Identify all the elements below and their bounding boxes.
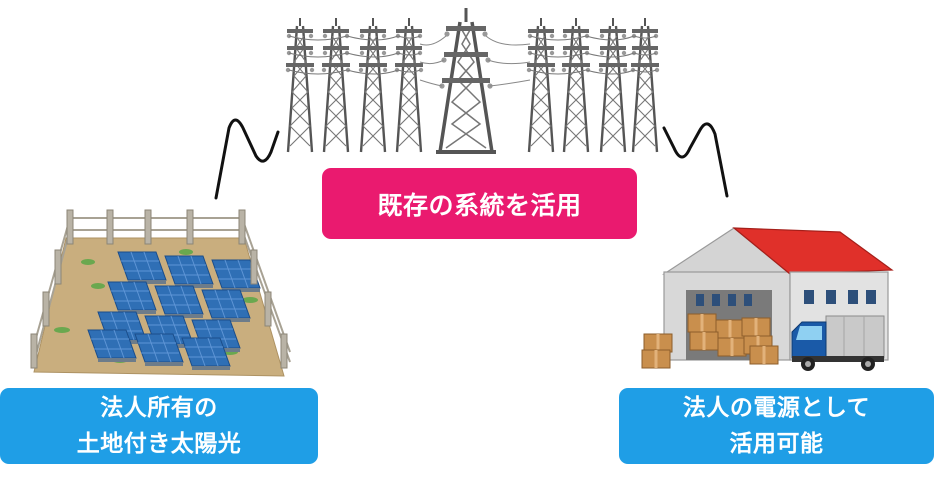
corporate-power-label: 法人の電源として 活用可能 (619, 388, 934, 464)
grid-utilization-label: 既存の系統を活用 (322, 168, 637, 239)
truck-icon (791, 315, 885, 371)
right-connector-line (662, 122, 729, 198)
corporate-solar-line1: 法人所有の (100, 395, 218, 421)
corporate-power-line2: 活用可能 (729, 431, 824, 457)
solar-farm-icon (30, 209, 291, 377)
corporate-solar-line2: 土地付き太陽光 (76, 431, 242, 457)
corporate-solar-label: 法人所有の 土地付き太陽光 (0, 388, 318, 464)
transmission-tower-icon (284, 8, 661, 154)
grid-utilization-text: 既存の系統を活用 (377, 190, 582, 220)
left-connector-line (214, 118, 280, 200)
corporate-power-line1: 法人の電源として (682, 395, 871, 421)
